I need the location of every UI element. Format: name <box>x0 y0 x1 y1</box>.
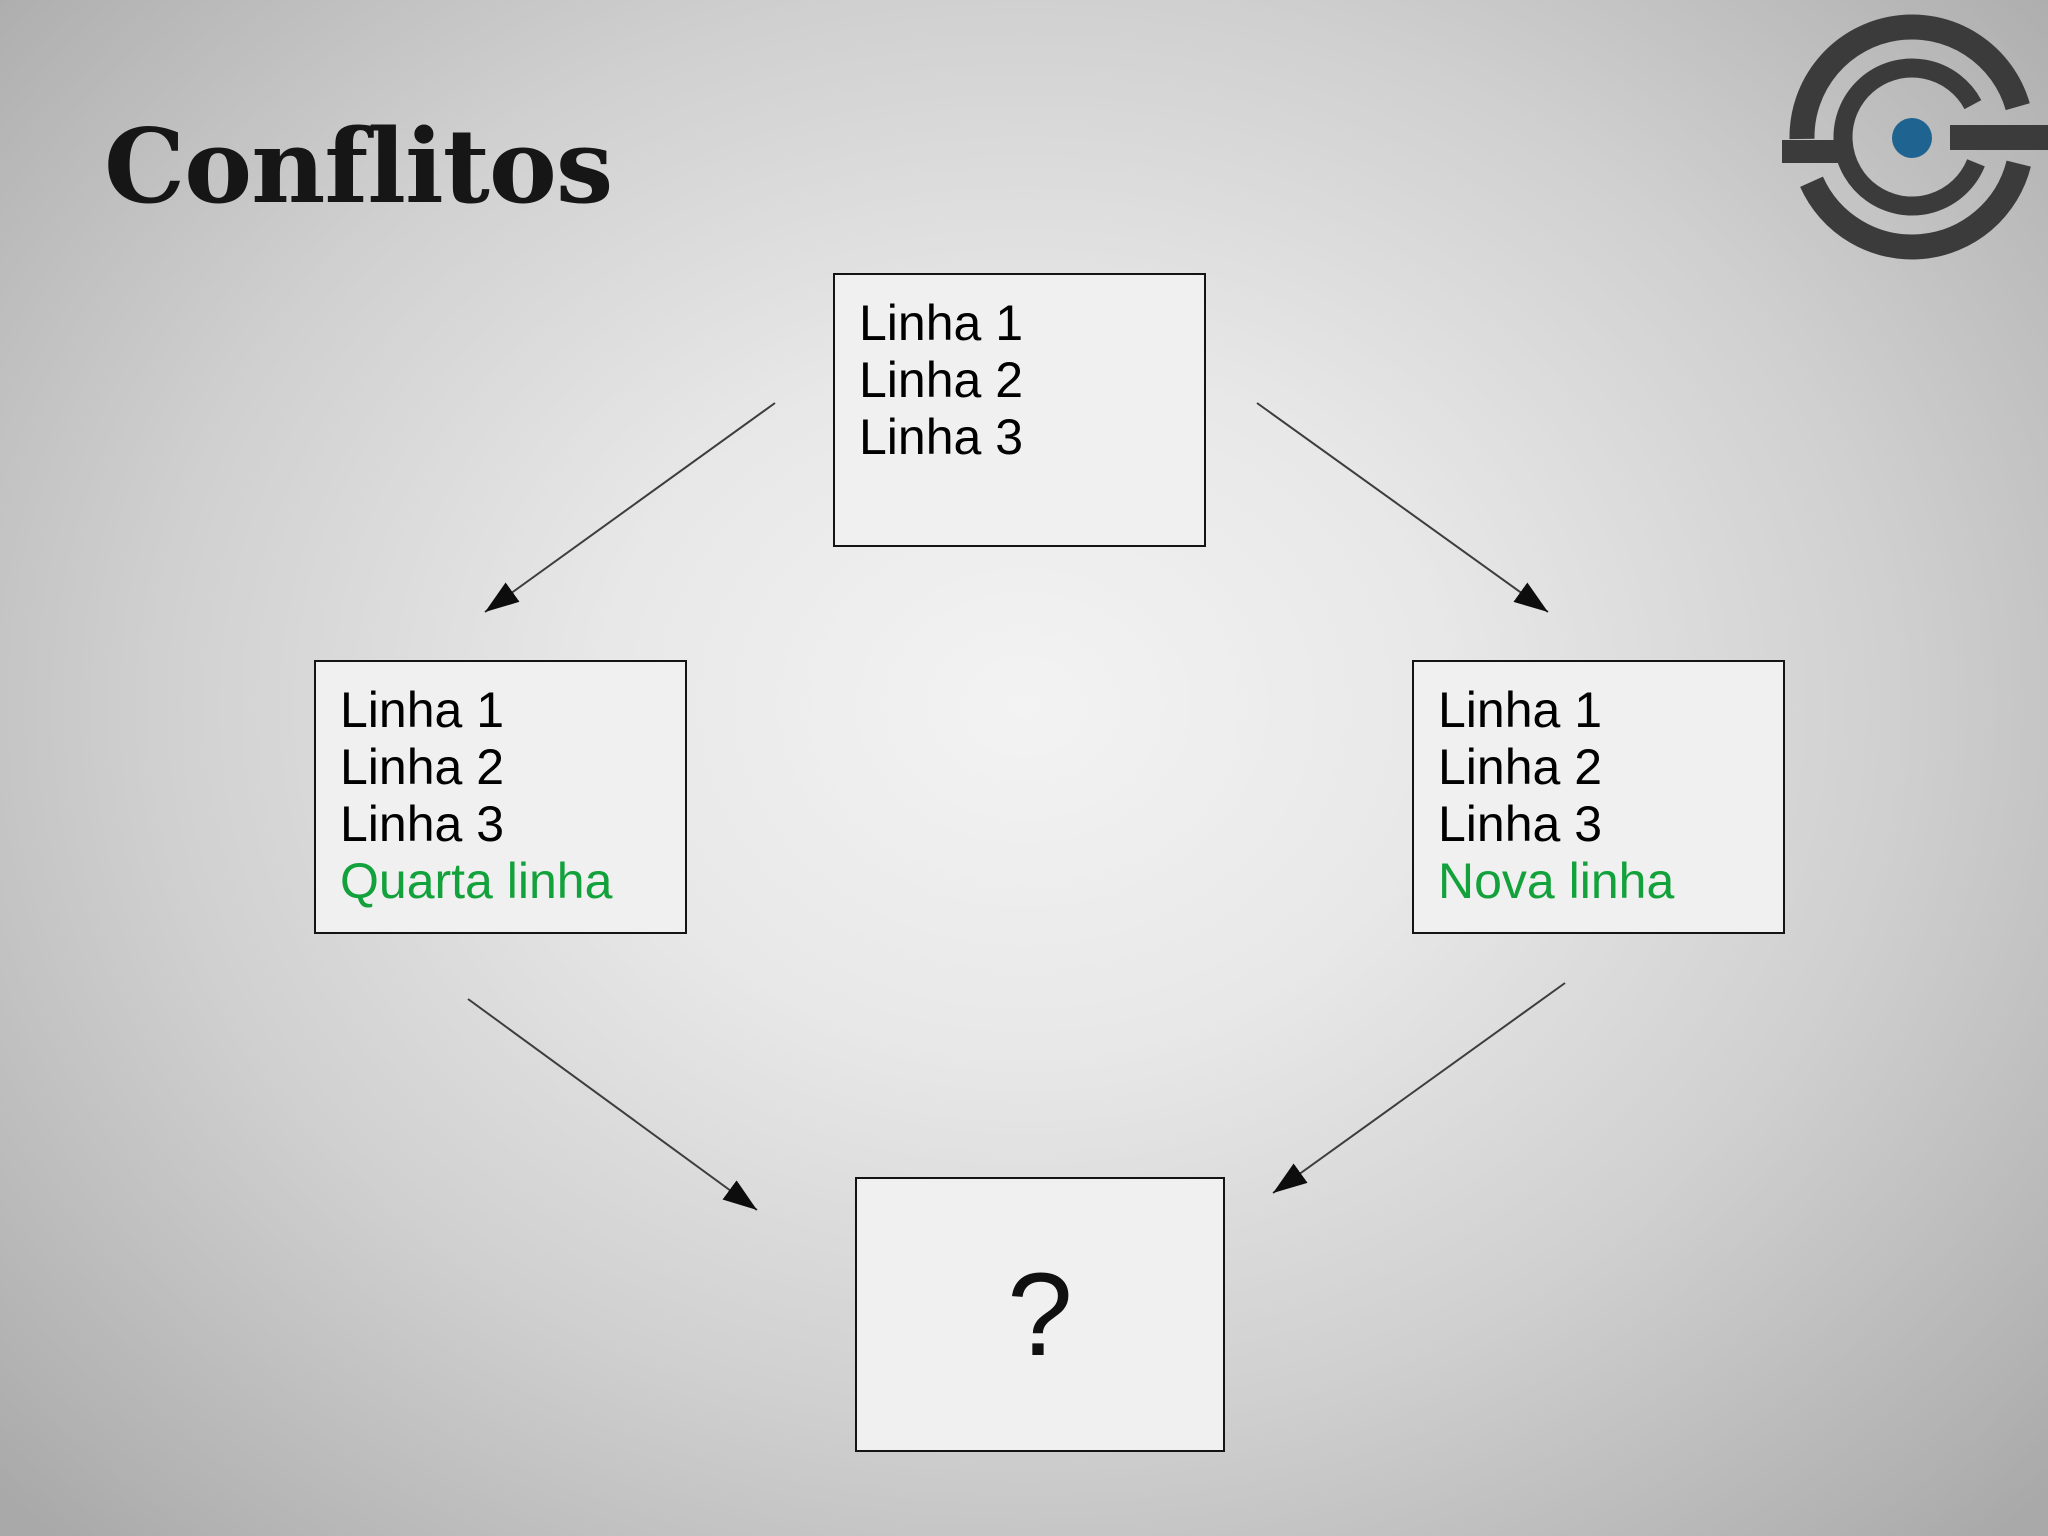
added-code-line: Quarta linha <box>340 853 613 909</box>
arrow-right-to-merge <box>1272 982 1566 1194</box>
page-title: Conflitos <box>104 107 613 227</box>
left-branch-box: Linha 1 Linha 2 Linha 3 Quarta linha <box>314 660 687 934</box>
code-line: Linha 2 <box>340 739 505 795</box>
code-line: Linha 1 <box>1438 682 1603 738</box>
code-line: Linha 3 <box>340 796 505 852</box>
code-line: Linha 3 <box>859 409 1024 465</box>
base-version-box: Linha 1 Linha 2 Linha 3 <box>833 273 1206 547</box>
target-spiral-logo-icon <box>1782 14 2048 260</box>
code-line: Linha 1 <box>859 295 1024 351</box>
arrow-left-to-merge <box>467 998 758 1211</box>
code-line: Linha 1 <box>340 682 505 738</box>
code-line: Linha 3 <box>1438 796 1603 852</box>
right-branch-box: Linha 1 Linha 2 Linha 3 Nova linha <box>1412 660 1785 934</box>
code-line: Linha 2 <box>1438 739 1603 795</box>
code-line: Linha 2 <box>859 352 1024 408</box>
arrow-base-to-right <box>1256 402 1549 613</box>
added-code-line: Nova linha <box>1438 853 1675 909</box>
question-mark-label: ? <box>1007 1248 1073 1381</box>
merge-result-box: ? <box>855 1177 1225 1452</box>
arrow-base-to-left <box>484 402 776 613</box>
